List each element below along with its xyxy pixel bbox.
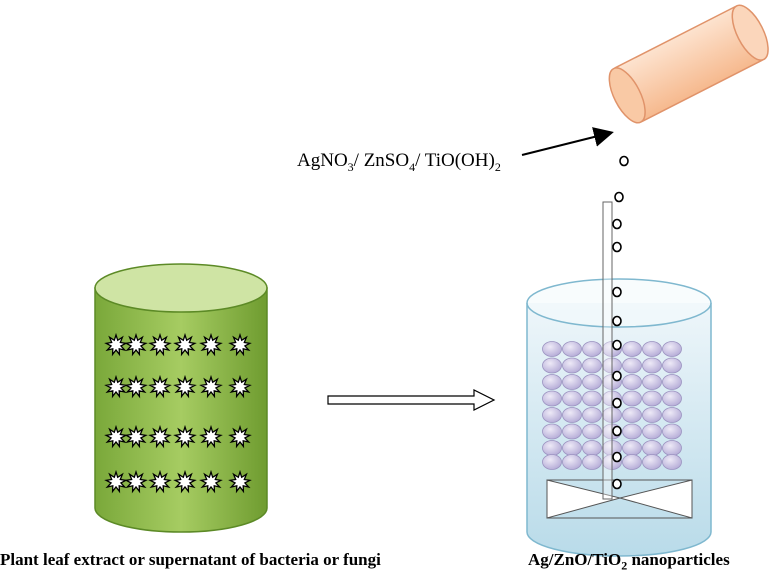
process-arrow — [327, 389, 496, 411]
nanoparticle — [642, 390, 662, 407]
nanoparticle — [662, 423, 682, 440]
nanoparticle — [622, 423, 642, 440]
nanoparticle — [542, 390, 562, 407]
microbe-burst — [199, 332, 223, 357]
nanoparticle — [562, 357, 582, 374]
nanoparticle — [622, 407, 642, 423]
nanoparticle — [562, 423, 582, 440]
nanoparticle — [582, 357, 602, 374]
drop — [612, 286, 622, 298]
nanoparticle — [582, 390, 602, 407]
nanoparticle — [662, 374, 682, 390]
drop — [612, 451, 622, 463]
nanoparticle — [622, 357, 642, 374]
nanoparticle — [542, 440, 562, 456]
nanoparticle — [562, 390, 582, 407]
microbe-burst — [104, 469, 128, 494]
nanoparticle — [662, 407, 682, 423]
drop — [612, 478, 622, 490]
glass-rod — [602, 201, 613, 500]
nanoparticle — [542, 454, 562, 470]
drop — [612, 397, 622, 409]
microbe-burst — [228, 424, 252, 449]
reagent-pointer-arrow — [521, 127, 614, 156]
nanoparticle — [622, 390, 642, 407]
nanoparticle — [562, 454, 582, 470]
nanoparticle — [582, 423, 602, 440]
microbe-burst — [199, 374, 223, 399]
reagent-label: AgNO3/ ZnSO4/ TiO(OH)2 — [297, 150, 501, 174]
microbe-burst — [104, 424, 128, 449]
nanoparticle — [662, 390, 682, 407]
nanoparticle — [562, 407, 582, 423]
nanoparticle — [542, 357, 562, 374]
stir-bar — [546, 479, 693, 519]
nanoparticle — [662, 341, 682, 357]
drop — [612, 339, 622, 351]
microbe-burst — [124, 374, 148, 399]
microbe-burst — [173, 469, 197, 494]
nanoparticle — [642, 374, 662, 390]
nanoparticle — [642, 423, 662, 440]
drop — [612, 315, 622, 327]
microbe-burst — [199, 424, 223, 449]
microbe-burst — [148, 424, 172, 449]
nanoparticle — [622, 440, 642, 456]
microbe-burst — [148, 332, 172, 357]
nanoparticle — [582, 454, 602, 470]
nanoparticle — [562, 341, 582, 357]
nanoparticle — [622, 341, 642, 357]
microbe-burst — [148, 374, 172, 399]
nanoparticle — [662, 454, 682, 470]
microbe-bursts — [104, 332, 252, 494]
drop — [612, 241, 622, 253]
drop — [614, 191, 624, 203]
nanoparticle — [662, 440, 682, 456]
nanoparticle — [582, 341, 602, 357]
microbe-burst — [228, 332, 252, 357]
nanoparticle — [582, 374, 602, 390]
nanoparticle — [582, 440, 602, 456]
nanoparticle — [542, 374, 562, 390]
reagent-tube — [608, 4, 769, 124]
nanoparticle — [622, 374, 642, 390]
nanoparticle-grid — [542, 341, 682, 470]
nanoparticle — [642, 440, 662, 456]
falling-drops — [612, 155, 629, 490]
drop — [612, 370, 622, 382]
microbe-burst — [173, 374, 197, 399]
nanoparticle — [642, 341, 662, 357]
microbe-burst — [104, 332, 128, 357]
nanoparticle — [662, 357, 682, 374]
microbe-burst — [124, 424, 148, 449]
drop — [612, 425, 622, 437]
drop — [619, 155, 629, 167]
microbe-burst — [124, 332, 148, 357]
nanoparticle — [562, 440, 582, 456]
nanoparticle — [642, 357, 662, 374]
microbe-burst — [124, 469, 148, 494]
microbe-burst — [104, 374, 128, 399]
nanoparticle — [622, 454, 642, 470]
microbe-burst — [148, 469, 172, 494]
extract-cylinder — [94, 263, 268, 533]
nanoparticle — [542, 423, 562, 440]
microbe-burst — [199, 469, 223, 494]
microbe-burst — [228, 469, 252, 494]
microbe-burst — [173, 332, 197, 357]
drop — [612, 218, 622, 230]
nanoparticle — [582, 407, 602, 423]
extract-caption: Plant leaf extract or supernatant of bac… — [0, 550, 381, 569]
nanoparticle — [542, 407, 562, 423]
nanoparticles-caption: Ag/ZnO/TiO2 nanoparticles — [528, 550, 730, 573]
nanoparticle — [642, 454, 662, 470]
nanoparticle — [642, 407, 662, 423]
microbe-burst — [173, 424, 197, 449]
nanoparticle — [542, 341, 562, 357]
microbe-burst — [228, 374, 252, 399]
nanoparticle — [562, 374, 582, 390]
